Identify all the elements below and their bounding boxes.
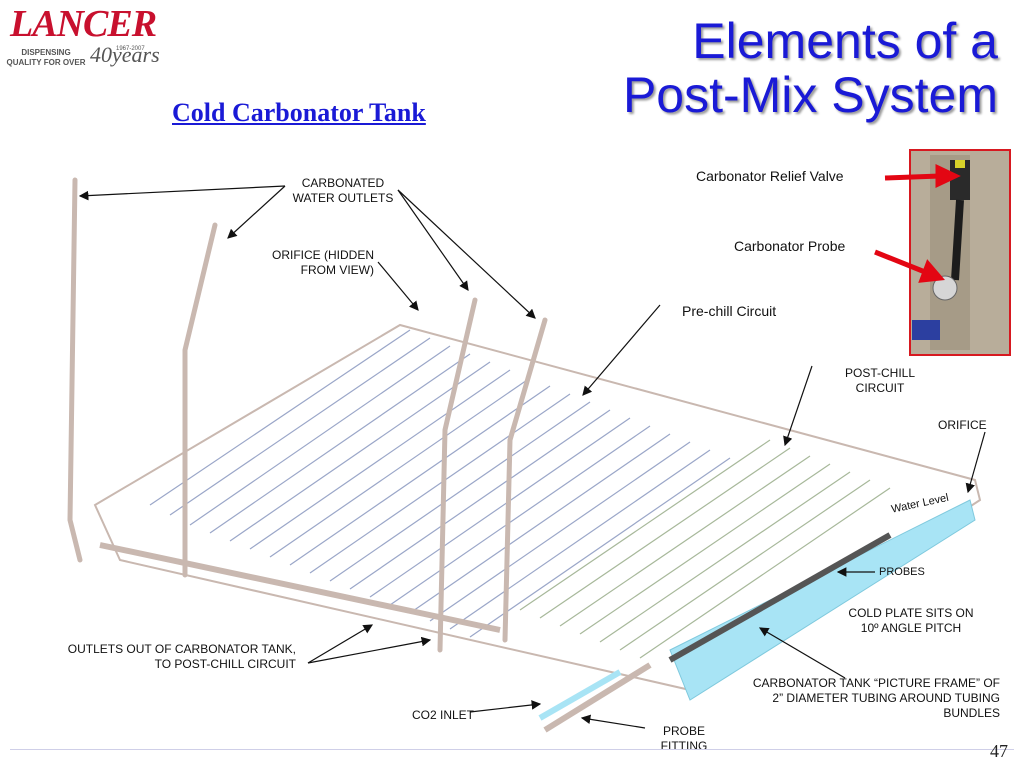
label-pre-chill-circuit: Pre-chill Circuit — [682, 303, 777, 319]
label-carbonator-probe: Carbonator Probe — [734, 238, 846, 254]
tank-frame — [93, 323, 982, 692]
red-arrows — [874, 164, 961, 283]
annotation-pointers — [78, 185, 986, 729]
slide-subtitle: Cold Carbonator Tank — [172, 98, 426, 127]
label-carbonator-relief-valve: Carbonator Relief Valve — [696, 168, 844, 184]
label-orifice: ORIFICE — [938, 418, 987, 432]
title-line-2: Post-Mix System — [622, 67, 998, 123]
label-post-chill-circuit: POST-CHILL CIRCUIT — [844, 366, 916, 395]
slide-title: Elements of a Post-Mix System — [623, 14, 998, 122]
label-carbonated-water-outlets: CARBONATED WATER OUTLETS — [292, 176, 394, 205]
logo-year-span: 1967-2007 — [116, 46, 145, 52]
outlet-tubes — [67, 177, 548, 653]
label-co2-inlet: CO2 INLET — [412, 708, 475, 722]
label-outlets-out: OUTLETS OUT OF CARBONATOR TANK, TO POST-… — [67, 642, 296, 671]
label-carbonator-tank: CARBONATOR TANK “PICTURE FRAME” OF 2” DI… — [752, 676, 1000, 720]
label-probes: PROBES — [879, 566, 925, 578]
bottom-pipes — [99, 542, 652, 733]
pre-chill-tubes — [149, 329, 731, 638]
label-orifice-hidden: ORIFICE (HIDDEN FROM VIEW) — [272, 248, 374, 277]
water-area — [669, 499, 976, 701]
post-chill-tubes — [519, 439, 891, 659]
page-number: 47 — [990, 741, 1008, 761]
probe-rod — [668, 532, 892, 663]
lancer-logo: LANCER — [10, 3, 157, 45]
logo-years: 40years — [90, 42, 160, 67]
footer-divider — [10, 749, 1014, 750]
logo-tagline: DISPENSING QUALITY FOR OVER — [6, 48, 86, 67]
valve-photo-inset — [909, 149, 1011, 356]
title-line-1: Elements of a — [692, 13, 998, 69]
label-cold-plate: COLD PLATE SITS ON 10º ANGLE PITCH — [848, 606, 974, 635]
